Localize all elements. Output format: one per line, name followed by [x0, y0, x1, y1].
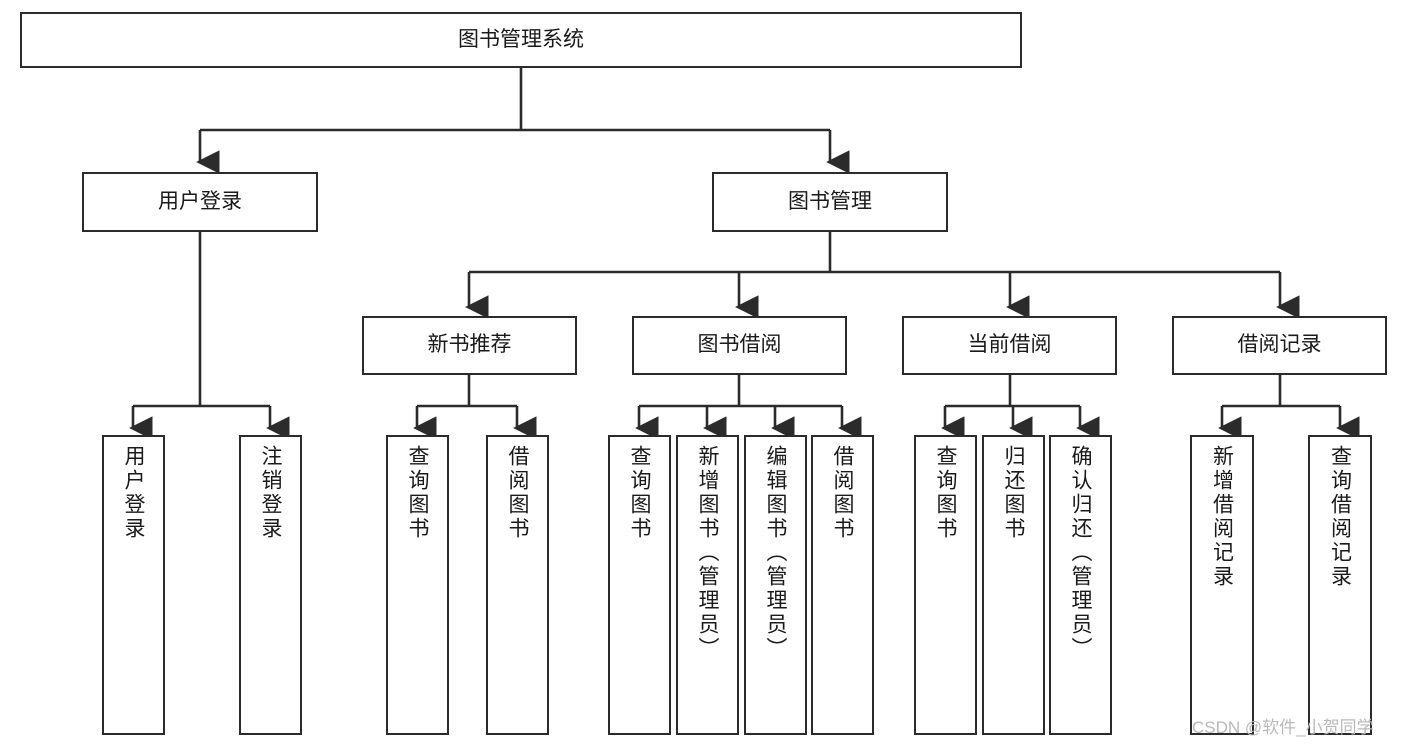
- node-label: 用户登录: [158, 189, 242, 213]
- node-label: 查询图书: [934, 445, 957, 541]
- leaf-query-book-current[interactable]: 查询图书: [914, 435, 977, 735]
- leaf-return-book[interactable]: 归还图书: [982, 435, 1045, 735]
- node-book-management[interactable]: 图书管理: [712, 172, 948, 232]
- node-label: 确认归还（管理员）: [1069, 445, 1092, 661]
- leaf-user-login[interactable]: 用户登录: [102, 435, 165, 735]
- leaf-query-borrow-record[interactable]: 查询借阅记录: [1308, 435, 1372, 735]
- node-label: 借阅图书: [831, 445, 854, 541]
- node-label: 图书管理系统: [458, 27, 584, 51]
- csdn-watermark: CSDN @软件_小贺同学: [1192, 718, 1374, 737]
- node-label: 借阅记录: [1237, 333, 1322, 357]
- node-label: 用户登录: [122, 445, 145, 541]
- leaf-borrow-book[interactable]: 借阅图书: [811, 435, 874, 735]
- node-label: 新书推荐: [427, 333, 512, 357]
- node-label: 新增借阅记录: [1210, 445, 1234, 589]
- node-label: 图书借阅: [697, 333, 782, 357]
- node-label: 图书管理: [788, 189, 872, 213]
- leaf-confirm-return-admin[interactable]: 确认归还（管理员）: [1049, 435, 1112, 735]
- node-label: 归还图书: [1002, 445, 1025, 541]
- node-user-login[interactable]: 用户登录: [82, 172, 318, 232]
- node-book-borrow[interactable]: 图书借阅: [632, 316, 847, 375]
- node-new-book-recommend[interactable]: 新书推荐: [362, 316, 577, 375]
- leaf-borrow-book-recommend[interactable]: 借阅图书: [486, 435, 549, 735]
- node-label: 新增图书（管理员）: [696, 445, 719, 661]
- leaf-add-borrow-record[interactable]: 新增借阅记录: [1190, 435, 1254, 735]
- node-label: 查询图书: [628, 445, 651, 541]
- node-borrow-record[interactable]: 借阅记录: [1172, 316, 1387, 375]
- node-label: 当前借阅: [967, 333, 1052, 357]
- node-root-book-management-system[interactable]: 图书管理系统: [20, 12, 1022, 68]
- leaf-logout-login[interactable]: 注销登录: [239, 435, 302, 735]
- node-label: 查询借阅记录: [1328, 445, 1352, 589]
- node-label: 注销登录: [259, 445, 282, 541]
- leaf-query-book-recommend[interactable]: 查询图书: [386, 435, 449, 735]
- leaf-add-book-admin[interactable]: 新增图书（管理员）: [676, 435, 739, 735]
- node-label: 借阅图书: [506, 445, 529, 541]
- leaf-query-book-borrow[interactable]: 查询图书: [608, 435, 671, 735]
- node-current-borrow[interactable]: 当前借阅: [902, 316, 1117, 375]
- node-label: 编辑图书（管理员）: [764, 445, 787, 661]
- node-label: 查询图书: [406, 445, 429, 541]
- leaf-edit-book-admin[interactable]: 编辑图书（管理员）: [744, 435, 807, 735]
